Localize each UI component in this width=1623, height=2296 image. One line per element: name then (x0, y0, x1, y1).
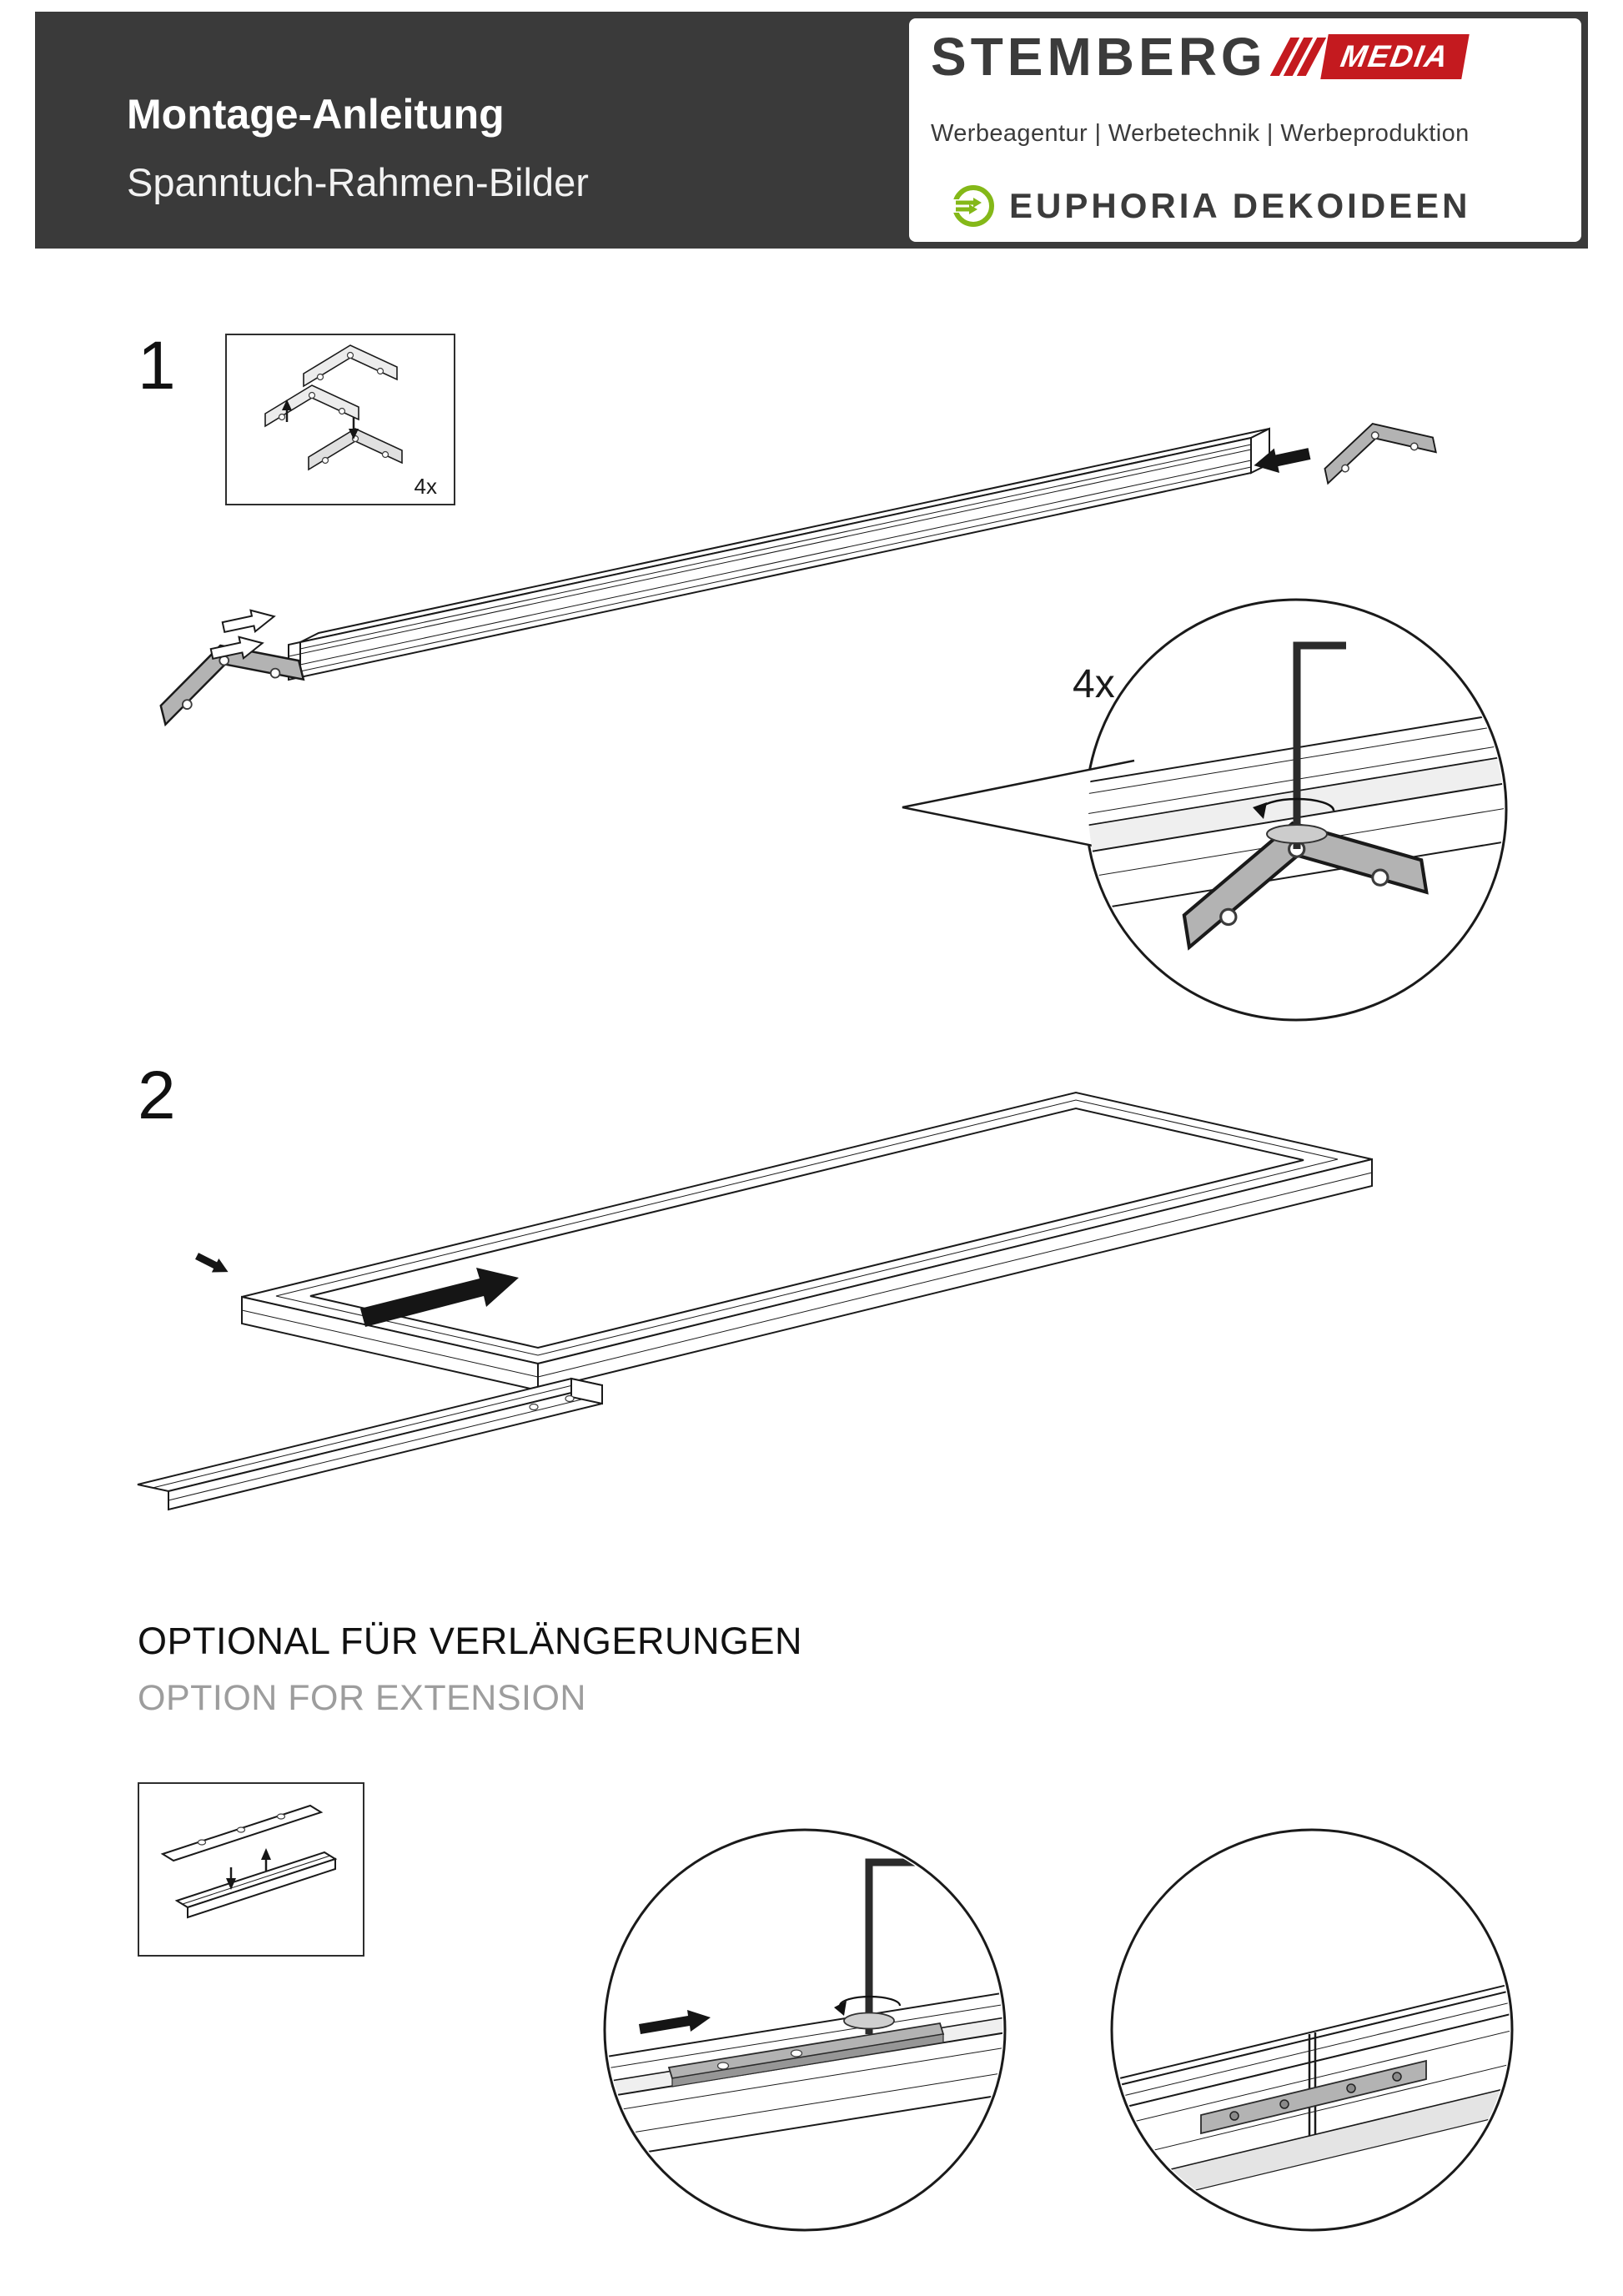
extension-detail-insert (603, 1828, 1007, 2232)
insert-up-arrow (261, 1848, 271, 1860)
insert-arrow-top (220, 605, 278, 639)
euphoria-logo-row: EUPHORIA DEKOIDEEN (951, 183, 1560, 229)
slide-direction-arrow (639, 2010, 711, 2034)
profile-cross-section-detail (1088, 641, 1504, 947)
extension-parts-box (138, 1782, 364, 1957)
title-block: Montage-Anleitung Spanntuch-Rahmen-Bilde… (127, 92, 589, 204)
corner-connector-plates (264, 344, 403, 470)
brand-tagline: Werbeagentur | Werbetechnik | Werbeprodu… (931, 119, 1470, 147)
optional-title-de: OPTIONAL FÜR VERLÄNGERUNGEN (138, 1620, 802, 1662)
extension-detail-joined (1110, 1828, 1514, 2232)
step2-frame-illustration (137, 1091, 1373, 1511)
euphoria-logo-icon (951, 185, 994, 227)
insert-down-arrow (226, 1878, 236, 1890)
euphoria-wordmark: EUPHORIA DEKOIDEEN (1009, 186, 1471, 225)
step1-rail-illustration (148, 411, 1439, 726)
linear-connector-kit-illustration (160, 1804, 338, 1919)
loose-profile-rail (137, 1377, 603, 1511)
callout-pointer (902, 759, 1135, 856)
detail-count-label: 4x (1073, 662, 1115, 706)
media-badge: MEDIA (1319, 34, 1470, 79)
corner-slide-arrow (193, 1248, 232, 1279)
joined-profiles-detail (1114, 1981, 1510, 2212)
optional-title-en: OPTION FOR EXTENSION (138, 1678, 586, 1718)
media-stripes-icon (1269, 38, 1326, 76)
allen-key-icon (1253, 641, 1346, 849)
linear-connector-kit (160, 1804, 338, 1919)
step2-number: 2 (138, 1058, 176, 1133)
step1-number: 1 (138, 328, 176, 404)
header-bar: Montage-Anleitung Spanntuch-Rahmen-Bilde… (35, 12, 1588, 249)
corner-bracket-left (148, 626, 308, 726)
linear-connector-detail (607, 1858, 1002, 2160)
stack-up-arrow (282, 399, 292, 410)
stemberg-logo-row: STEMBERG MEDIA (931, 30, 1560, 83)
box-count-label: 4x (415, 474, 437, 499)
corner-bracket-right (1317, 411, 1439, 485)
slide-direction-arrow (360, 1268, 519, 1327)
corner-connector-kit-illustration: 4x (264, 344, 437, 499)
corner-parts-box: 4x (225, 334, 455, 505)
stack-down-arrow (349, 429, 359, 440)
stemberg-wordmark: STEMBERG (931, 27, 1267, 87)
rotation-arrowhead (1253, 802, 1267, 819)
profile-joint-seam (1308, 2032, 1317, 2136)
rotation-arrowhead (834, 2001, 847, 2016)
brand-panel: STEMBERG MEDIA Werbeagentur | Werbetechn… (909, 18, 1581, 242)
step1-detail-circle: 4x (902, 598, 1508, 1022)
page-title: Montage-Anleitung (127, 91, 505, 138)
page-subtitle: Spanntuch-Rahmen-Bilder (127, 160, 589, 204)
allen-key-icon (834, 1858, 916, 2034)
frame-assembly (241, 1091, 1373, 1392)
linear-connector-plate (1200, 2059, 1427, 2135)
